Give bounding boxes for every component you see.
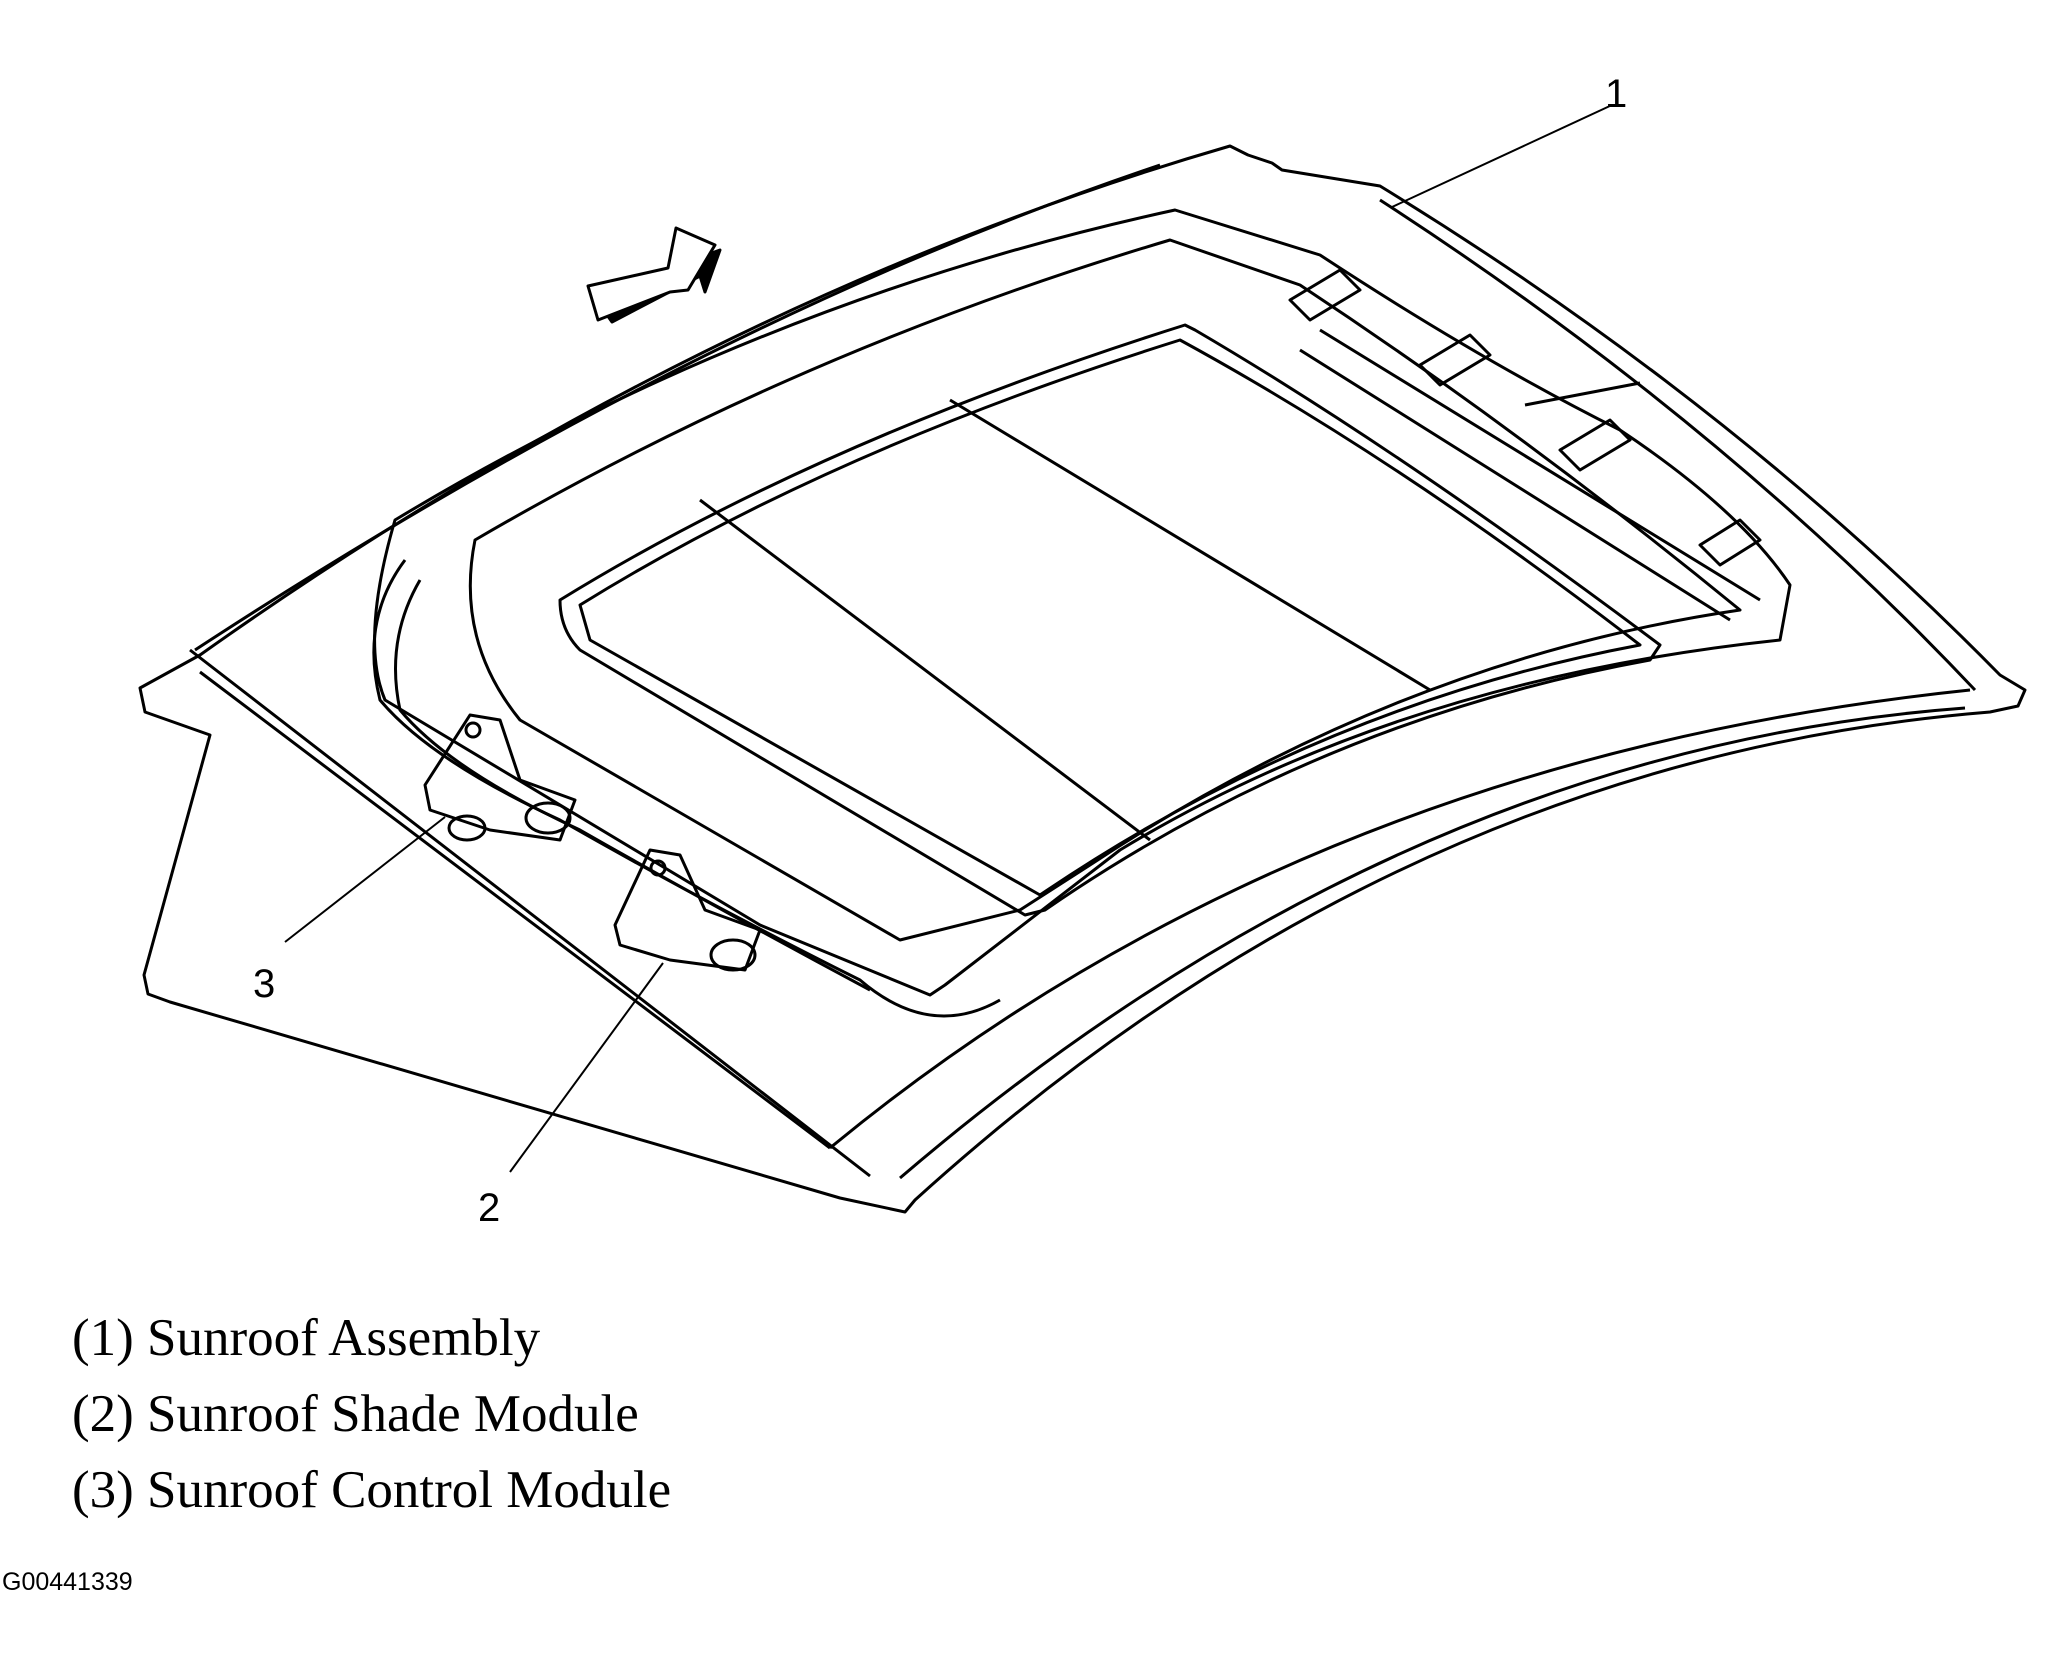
direction-arrow-icon [586,226,722,324]
roof-panel-inner-edge [189,163,1977,1180]
legend: (1) Sunroof Assembly (2) Sunroof Shade M… [72,1300,671,1528]
legend-item-2: (2) Sunroof Shade Module [72,1385,639,1443]
roof-panel-crease [1524,381,1641,407]
callout-1-number: 1 [1605,72,1627,116]
roof-panel [138,144,2027,1214]
glass-reflection-line-1 [949,398,1431,692]
glass-reflection-line-2 [699,498,1151,842]
sunroof-glass-panel [558,323,1662,917]
sunroof-rear-brackets [1288,268,1762,622]
callout-2-number: 2 [478,1186,500,1230]
sunroof-shade-module [613,848,762,972]
roof-panel-flange [199,670,1971,1150]
callout-1-leader [1391,104,1613,208]
sunroof-glass-panel-inner [578,338,1642,897]
callout-3-leader [284,816,446,943]
sunroof-frame-middle [468,238,1742,942]
figure-id: G00441339 [2,1568,133,1596]
callout-3-number: 3 [253,962,275,1006]
sunroof-frame-outer [373,208,1792,997]
sunroof-control-module [423,713,577,842]
legend-item-1: (1) Sunroof Assembly [72,1309,541,1367]
callout-2-leader [509,962,664,1173]
cable-harness [372,559,1001,1018]
legend-item-3: (3) Sunroof Control Module [72,1461,672,1519]
